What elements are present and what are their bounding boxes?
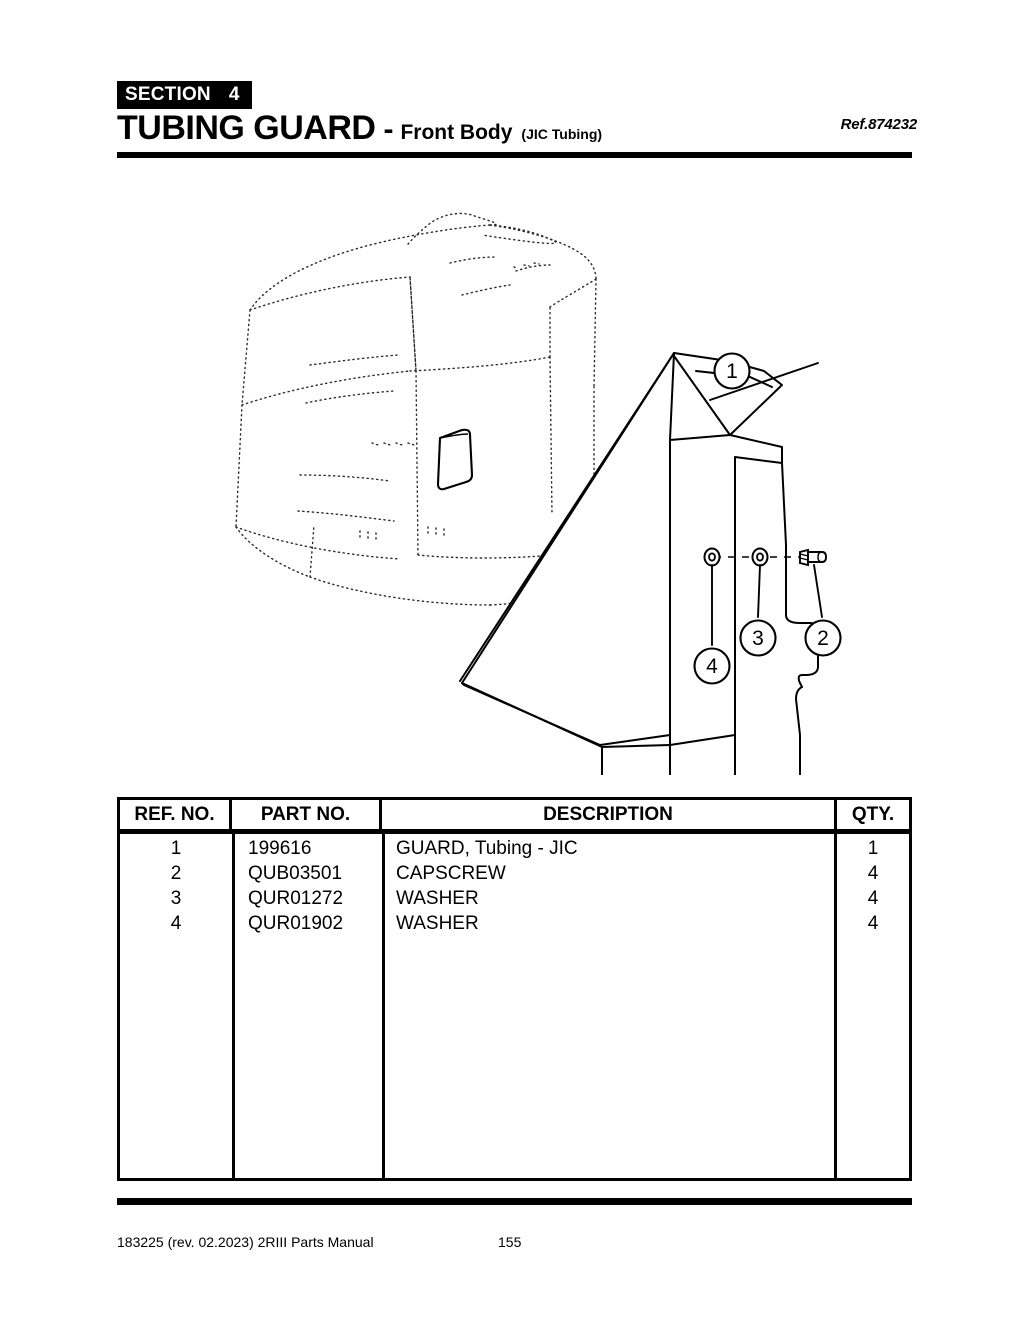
callout-bubble-2: 2 [804,619,842,657]
column-header-part-no: PART NO. [232,800,382,829]
cell-ref-no: 1 [170,837,182,859]
cell-ref-no: 3 [170,887,182,909]
page-title: TUBING GUARD [117,109,376,147]
section-label: SECTION [125,84,211,105]
callout-bubble-3: 3 [739,619,777,657]
illustration-canvas: 1 2 3 4 [235,212,842,775]
section-number: 4 [228,84,240,105]
leader-line-3 [757,564,761,618]
column-divider-1 [232,834,235,1178]
cell-description: CAPSCREW [396,862,506,884]
page-subtitle-qualifier: (JIC Tubing) [521,126,603,142]
header-divider-rule [117,152,912,158]
page-header: SECTION 4 TUBING GUARD - Front Body (JIC… [117,78,917,160]
cell-part-no: QUR01272 [248,887,344,909]
capscrew-icon [799,548,827,567]
leader-line-2 [813,564,823,618]
page-subtitle: Front Body [400,121,513,144]
callout-number-4: 4 [706,655,718,678]
table-row: 2 QUB03501 CAPSCREW 4 [120,861,909,886]
column-header-description: DESCRIPTION [382,800,837,829]
callout-bubble-4: 4 [693,647,731,685]
reference-number: Ref.874232 [840,116,918,133]
table-row: 4 QUR01902 WASHER 4 [120,911,909,936]
cell-description: GUARD, Tubing - JIC [396,837,578,859]
column-divider-3 [834,834,837,1178]
cell-qty: 4 [867,887,879,909]
cell-qty: 4 [867,862,879,884]
parts-table: REF. NO. PART NO. DESCRIPTION QTY. 1 199… [117,797,912,1181]
washer-outer-icon [703,547,721,567]
parts-illustration: 1 2 3 4 [110,175,920,775]
title-row: TUBING GUARD - Front Body (JIC Tubing) [117,111,602,145]
washer-inner-icon [751,547,769,567]
callout-bubble-1: 1 [713,352,751,390]
table-header-row: REF. NO. PART NO. DESCRIPTION QTY. [120,800,909,832]
callout-number-1: 1 [726,360,738,383]
title-separator-dash: - [383,113,394,146]
guard-location-highlight [436,428,474,491]
callout-leader-lines [709,362,823,646]
column-header-ref-no: REF. NO. [120,800,232,829]
cell-qty: 4 [867,912,879,934]
callout-number-2: 2 [817,627,829,650]
machine-body-ghost-outline [235,212,597,606]
section-badge: SECTION 4 [117,81,252,109]
table-body: 1 199616 GUARD, Tubing - JIC 1 2 QUB0350… [120,832,909,1178]
cell-qty: 1 [867,837,879,859]
footer-document-id: 183225 (rev. 02.2023) 2RIII Parts Manual [117,1234,374,1250]
cell-ref-no: 4 [170,912,182,934]
column-divider-2 [382,834,385,1178]
cell-description: WASHER [396,887,479,909]
guard-location-highlight-fold [439,433,469,439]
table-row: 1 199616 GUARD, Tubing - JIC 1 [120,836,909,861]
cell-description: WASHER [396,912,479,934]
table-row: 3 QUR01272 WASHER 4 [120,886,909,911]
cell-part-no: QUR01902 [248,912,344,934]
cell-ref-no: 2 [170,862,182,884]
cell-part-no: QUB03501 [248,862,343,884]
page-footer: 183225 (rev. 02.2023) 2RIII Parts Manual… [117,1234,912,1258]
footer-divider-rule [117,1198,912,1205]
column-header-qty: QTY. [851,803,895,825]
footer-page-number: 155 [498,1234,522,1250]
callout-number-3: 3 [752,627,764,650]
leader-line-1 [709,362,819,401]
cell-part-no: 199616 [248,837,312,859]
